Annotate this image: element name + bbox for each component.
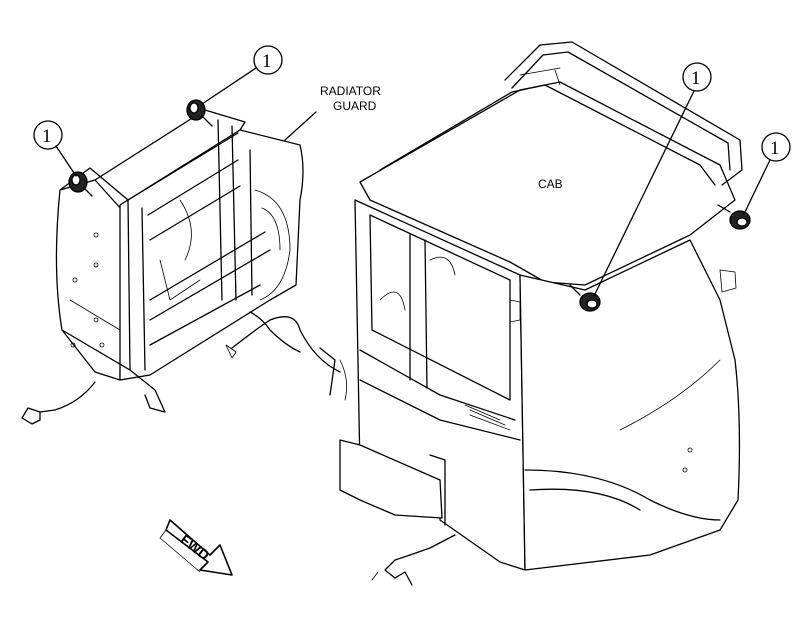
callout-number: 1 xyxy=(691,68,701,89)
radiator-guard-label-line1: RADIATOR xyxy=(320,84,381,98)
callout-1-guard-top: 1 xyxy=(201,45,283,105)
callout-1-cab-rear: 1 xyxy=(743,132,791,215)
light-fixture-icon xyxy=(186,99,213,127)
light-fixture-icon xyxy=(717,204,751,230)
wiring-harness xyxy=(225,311,348,401)
radiator-guard-label-line2: GUARD xyxy=(333,99,377,113)
callout-number: 1 xyxy=(770,138,780,159)
callout-number: 1 xyxy=(262,51,272,72)
radiator-guard-assembly xyxy=(21,99,304,425)
callout-1-left: 1 xyxy=(33,120,77,177)
callout-1-cab-front: 1 xyxy=(593,62,712,297)
cab-assembly xyxy=(339,41,751,586)
cab-label: CAB xyxy=(538,177,563,191)
forward-arrow-icon: FWD xyxy=(159,519,233,576)
callout-number: 1 xyxy=(42,126,52,147)
radiator-guard-leader xyxy=(284,111,317,141)
light-fixture-icon xyxy=(569,284,601,312)
